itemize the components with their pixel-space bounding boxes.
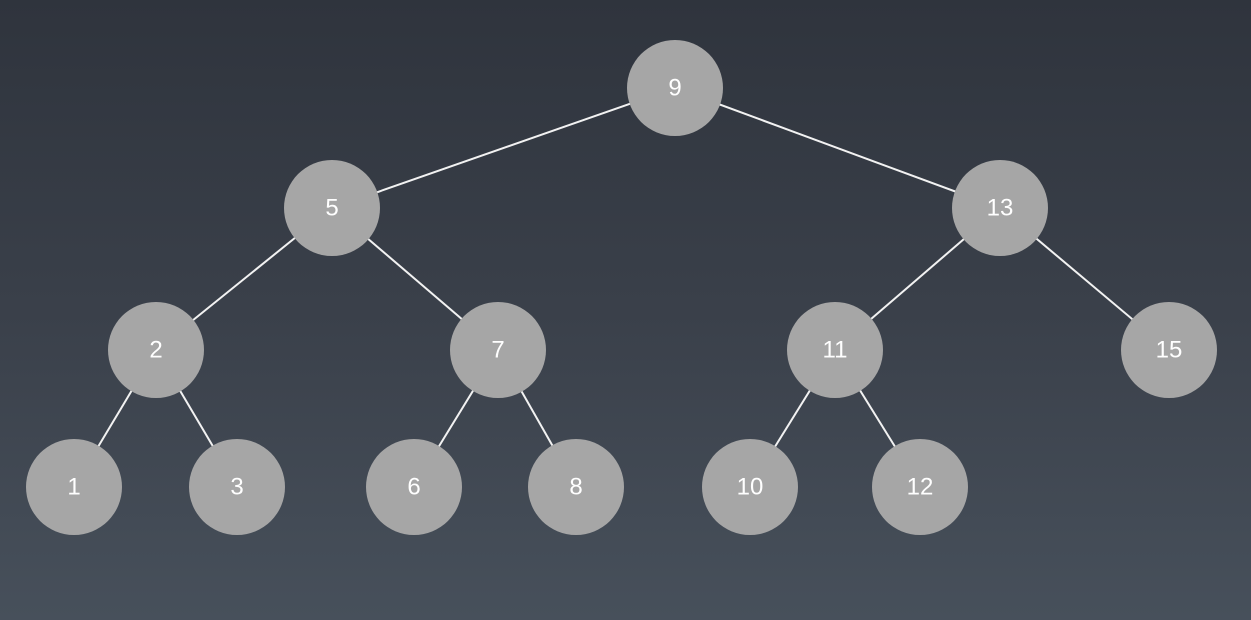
tree-node-15: 15: [1121, 302, 1217, 398]
node-circle: [872, 439, 968, 535]
node-label: 7: [491, 337, 504, 364]
node-circle: [787, 302, 883, 398]
node-circle: [366, 439, 462, 535]
node-label: 10: [737, 474, 764, 501]
node-circle: [627, 40, 723, 136]
node-circle: [702, 439, 798, 535]
node-label: 12: [907, 474, 934, 501]
tree-node-11: 11: [787, 302, 883, 398]
node-circle: [1121, 302, 1217, 398]
edge-n9-n13: [674, 87, 1001, 209]
tree-node-1: 1: [26, 439, 122, 535]
tree-node-3: 3: [189, 439, 285, 535]
edge-n9-n5: [331, 87, 676, 209]
tree-node-8: 8: [528, 439, 624, 535]
tree-node-13: 13: [952, 160, 1048, 256]
tree-node-6: 6: [366, 439, 462, 535]
node-circle: [952, 160, 1048, 256]
node-label: 1: [67, 474, 80, 501]
node-circle: [528, 439, 624, 535]
node-label: 8: [569, 474, 582, 501]
node-circle: [450, 302, 546, 398]
node-label: 11: [823, 337, 848, 364]
tree-node-7: 7: [450, 302, 546, 398]
node-circle: [26, 439, 122, 535]
node-label: 13: [987, 195, 1014, 222]
tree-node-2: 2: [108, 302, 204, 398]
tree-node-9: 9: [627, 40, 723, 136]
node-label: 5: [325, 195, 338, 222]
tree-node-10: 10: [702, 439, 798, 535]
node-label: 2: [149, 337, 162, 364]
tree-edges: [73, 87, 1170, 488]
node-label: 9: [668, 75, 681, 102]
node-label: 3: [230, 474, 243, 501]
node-label: 6: [407, 474, 420, 501]
tree-node-12: 12: [872, 439, 968, 535]
node-label: 15: [1156, 337, 1183, 364]
tree-node-5: 5: [284, 160, 380, 256]
node-circle: [284, 160, 380, 256]
node-circle: [108, 302, 204, 398]
node-circle: [189, 439, 285, 535]
